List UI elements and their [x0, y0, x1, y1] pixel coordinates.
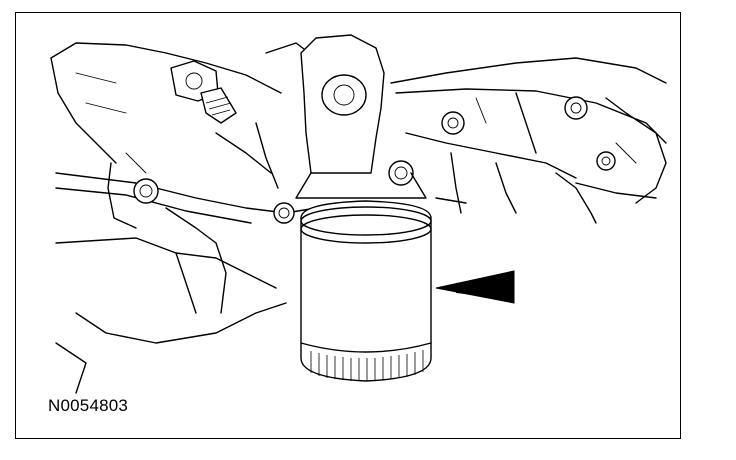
engine-oil-filter-illustration [50, 34, 667, 394]
engine-block [50, 42, 667, 394]
oil-pressure-sensor [170, 60, 237, 124]
diagram-frame: N0054803 [15, 12, 681, 439]
oil-filter [300, 200, 432, 382]
oil-filter-adapter [295, 34, 427, 199]
figure-id-label: N0054803 [48, 396, 129, 415]
filled-arrow-icon [435, 270, 515, 304]
